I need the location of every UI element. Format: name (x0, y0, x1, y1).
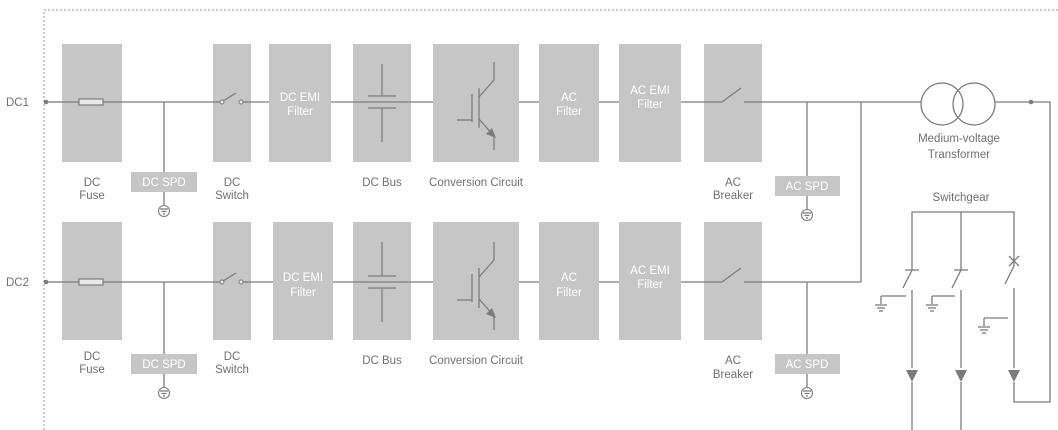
ac-filter-label: Filter (556, 106, 582, 118)
ac-breaker-block (704, 222, 762, 340)
ac-breaker-label: Breaker (713, 190, 753, 202)
ac-breaker-label: AC (725, 177, 741, 189)
arrow-down-icon (1008, 370, 1020, 382)
switch-contact-icon (238, 99, 244, 105)
capacitor-icon (353, 242, 411, 322)
ground-icon (157, 386, 171, 400)
ac-breaker-label: AC (725, 355, 741, 367)
dc-spd-label: DC SPD (142, 359, 185, 371)
dc-switch-label: DC (224, 351, 241, 363)
dc-emi-filter-label: Filter (290, 287, 316, 299)
breaker-icon (704, 87, 762, 103)
ac-spd-label: AC SPD (786, 181, 829, 193)
dc-emi-filter-label: DC EMI (283, 272, 323, 284)
dc-emi-filter-label: DC EMI (280, 92, 320, 104)
dc-fuse-label: DC (84, 177, 101, 189)
conversion-circuit-label: Conversion Circuit (429, 177, 524, 189)
enclosure-border (43, 9, 1058, 430)
conversion-circuit-block (433, 222, 519, 340)
ac-filter-label: Filter (556, 287, 582, 299)
ground-icon (157, 204, 171, 218)
dc-switch-label: Switch (215, 364, 249, 376)
ac-emi-filter-label: Filter (637, 99, 663, 111)
switchgear (875, 101, 1051, 430)
conversion-circuit-block (433, 44, 519, 162)
transformer-label: Medium-voltage (918, 133, 1000, 145)
ac-filter-label: AC (561, 92, 577, 104)
dc-spd-block (131, 172, 197, 192)
dc-bus-label: DC Bus (362, 177, 402, 189)
dc-emi-filter-block (273, 222, 333, 340)
input-label-dc2: DC2 (6, 277, 29, 289)
dc-switch-block (213, 44, 251, 162)
ac-emi-filter-label: Filter (637, 279, 663, 291)
dc-fuse-label: DC (84, 351, 101, 363)
conversion-circuit-label: Conversion Circuit (429, 355, 524, 367)
ground-icon (800, 208, 814, 222)
ac-spd-label: AC SPD (786, 359, 829, 371)
dc-switch-label: Switch (215, 190, 249, 202)
transformer-icon (920, 82, 996, 126)
ac-filter-block (539, 222, 599, 340)
fuse-symbol (78, 278, 104, 286)
ac-filter-label: AC (561, 272, 577, 284)
input-label-dc1: DC1 (6, 97, 29, 109)
arrow-down-icon (906, 370, 918, 382)
dc-bus-label: DC Bus (362, 355, 402, 367)
ac-breaker-label: Breaker (713, 369, 753, 381)
ac-emi-filter-label: AC EMI (630, 265, 670, 277)
row-dc1: DC1 DC Fuse DC SPD DC Switch DC EMI Filt (6, 44, 921, 222)
dc-fuse-label: Fuse (79, 364, 105, 376)
ac-spd-block (775, 176, 840, 196)
switchgear-bay-2 (926, 245, 968, 430)
capacitor-icon (353, 64, 411, 142)
dc-emi-filter-label: Filter (287, 106, 313, 118)
ground-icon (800, 386, 814, 400)
igbt-icon (457, 242, 496, 330)
ac-emi-filter-block (619, 44, 681, 162)
dc-switch-label: DC (224, 177, 241, 189)
transformer-label: Transformer (928, 149, 990, 161)
switchgear-bay-3 (978, 101, 1051, 403)
switchgear-label: Switchgear (933, 192, 990, 204)
dc-spd-label: DC SPD (142, 177, 185, 189)
row-dc2: DC2 DC Fuse DC SPD DC Switch DC EMI Filt (6, 222, 861, 400)
ac-breaker-block (704, 44, 762, 162)
breaker-icon (704, 267, 762, 283)
dc-spd-block (131, 354, 197, 374)
switchgear-bay-1 (875, 238, 919, 430)
switch-contact-icon (238, 279, 244, 285)
ac-filter-block (539, 44, 599, 162)
arrow-down-icon (955, 370, 967, 382)
igbt-icon (457, 62, 496, 150)
fuse-symbol (78, 98, 104, 106)
dc-fuse-label: Fuse (79, 190, 105, 202)
ac-emi-filter-block (619, 222, 681, 340)
dc-emi-filter-block (269, 44, 331, 162)
ac-spd-block (775, 354, 840, 374)
dc-bus-block (353, 222, 411, 340)
dc-bus-block (353, 44, 411, 162)
dc-switch-block (213, 222, 251, 340)
ac-emi-filter-label: AC EMI (630, 85, 670, 97)
